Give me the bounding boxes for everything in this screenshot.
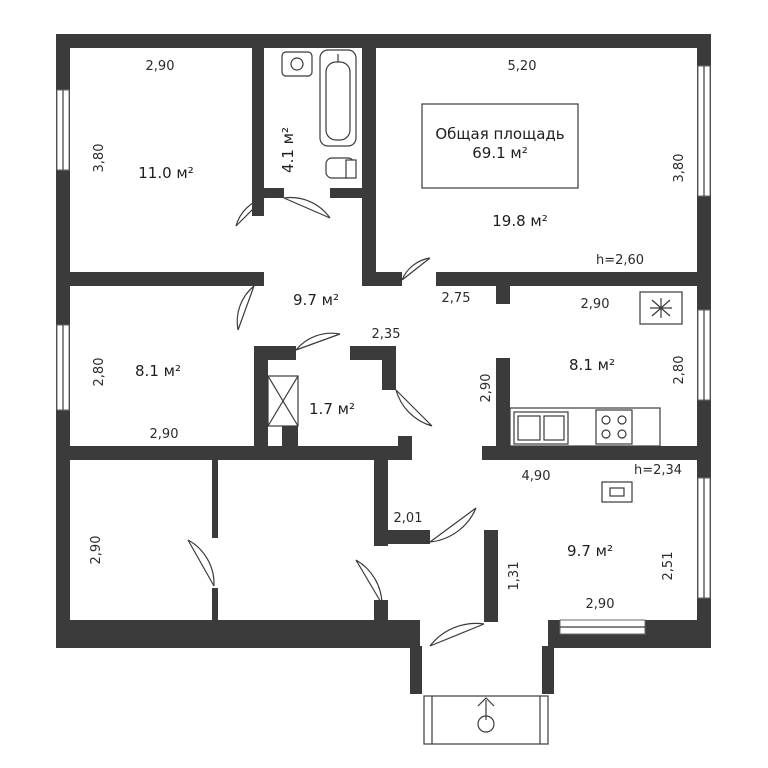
boiler-box <box>601 481 633 503</box>
wall-bottom-left <box>56 620 420 648</box>
bathroom-fixtures <box>281 49 357 179</box>
room-labels: 2,90 3,80 11.0 м² 4.1 м² 5,20 3,80 19.8 … <box>89 59 687 612</box>
entry-width-top: 4,90 <box>522 469 551 484</box>
entry-width-bottom: 2,90 <box>586 597 615 612</box>
bedroom-ml-width: 2,90 <box>150 427 179 442</box>
bedroom-tl-height: 3,80 <box>92 144 107 173</box>
hallway-area: 9.7 м² <box>293 291 339 309</box>
kitchen-sink-icon <box>513 411 569 445</box>
vestibule-dim: 2,01 <box>394 511 423 526</box>
entry-small-dim: 1,31 <box>507 562 522 591</box>
sink-icon <box>281 51 313 77</box>
closet-box <box>267 375 299 427</box>
closet-area: 1.7 м² <box>309 400 355 418</box>
toilet-icon <box>325 157 357 179</box>
bedroom-ml-area: 8.1 м² <box>135 362 181 380</box>
bedroom-tl-area: 11.0 м² <box>138 164 194 182</box>
total-area-value: 69.1 м² <box>472 144 528 162</box>
kitchen-height: 2,80 <box>672 356 687 385</box>
wall-top <box>56 34 711 48</box>
kitchen-depth: 2,90 <box>479 374 494 403</box>
kitchen-area: 8.1 м² <box>569 356 615 374</box>
kitchen-fixtures <box>509 291 683 447</box>
arrow-up-icon <box>477 697 495 733</box>
windows <box>56 65 711 635</box>
entry-height: 2,51 <box>661 552 676 581</box>
entry-area: 9.7 м² <box>567 542 613 560</box>
hallway-dim-a: 2,75 <box>442 291 471 306</box>
kitchen-width: 2,90 <box>581 297 610 312</box>
living-ceiling: h=2,60 <box>596 253 644 268</box>
entry-porch <box>410 646 554 745</box>
bathroom-area: 4.1 м² <box>279 127 297 173</box>
total-area-box: Общая площадь 69.1 м² <box>421 103 579 189</box>
living-area: 19.8 м² <box>492 212 548 230</box>
doors <box>187 196 485 647</box>
total-area-label: Общая площадь <box>435 125 564 143</box>
stove-icon <box>595 409 633 445</box>
snowflake-icon <box>639 291 683 325</box>
hallway-dim-b: 2,35 <box>372 327 401 342</box>
living-height: 3,80 <box>672 154 687 183</box>
storage-height: 2,90 <box>89 536 104 565</box>
bedroom-tl-width: 2,90 <box>146 59 175 74</box>
bedroom-ml-height: 2,80 <box>92 358 107 387</box>
bathtub-icon <box>319 49 357 147</box>
living-width: 5,20 <box>508 59 537 74</box>
entry-ceiling: h=2,34 <box>634 463 682 478</box>
interior-walls <box>68 48 700 622</box>
